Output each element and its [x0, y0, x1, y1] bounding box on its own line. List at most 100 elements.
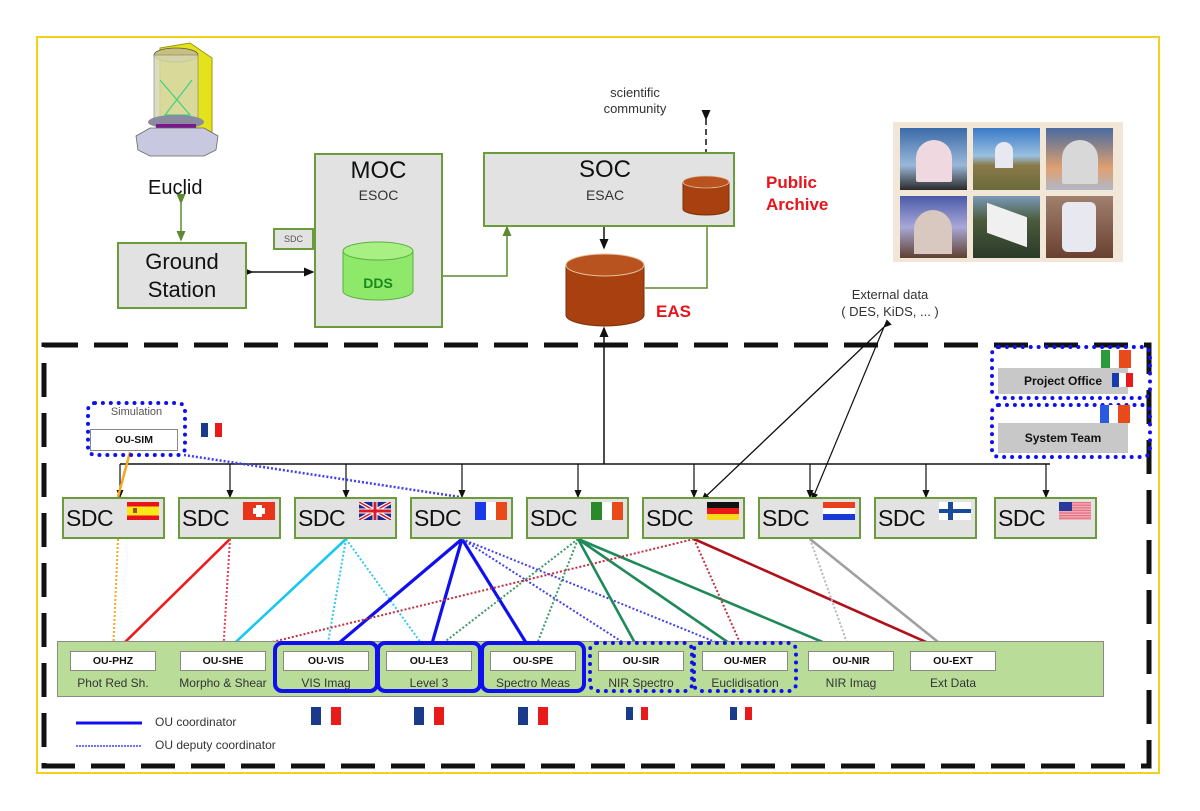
external-data-label: External data ( DES, KiDS, ... ): [800, 286, 980, 320]
link-sdc3-ou4: [460, 538, 535, 655]
sdc-box-italy[interactable]: SDC: [526, 497, 629, 539]
france-flag-icon: [475, 502, 507, 520]
switzerland-flag-icon: [243, 502, 275, 520]
moc-box[interactable]: MOC ESOC DDS: [314, 153, 443, 328]
bus-drops: [116, 464, 1050, 499]
sdc-label: SDC: [530, 505, 578, 531]
france-flag-icon: [518, 707, 548, 725]
sdc-box-netherlands[interactable]: SDC: [758, 497, 861, 539]
ou-box-ou-phz[interactable]: OU-PHZ: [70, 651, 156, 671]
soc-box[interactable]: SOC ESAC: [483, 152, 735, 227]
ou-name-ou-she: Morpho & Shear: [179, 676, 267, 690]
ou-coordinator-highlight: [376, 641, 482, 693]
external-data-line1: External data: [851, 287, 929, 302]
project-office-box[interactable]: Project Office: [998, 368, 1128, 394]
moc-sdc-tag: SDC: [273, 228, 314, 250]
eas-database-icon: [565, 253, 645, 327]
link-sdc2-ou3: [345, 538, 430, 655]
dds-database-icon: [342, 241, 414, 301]
link-eas-archive: [645, 214, 712, 289]
sdc-box-united-kingdom[interactable]: SDC: [294, 497, 397, 539]
ou-box-ou-le3[interactable]: OU-LE3: [386, 651, 472, 671]
ou-coordinator-highlight: [273, 641, 379, 693]
ou-box-ou-ext[interactable]: OU-EXT: [910, 651, 996, 671]
link-dds-soc: [413, 225, 512, 277]
link-sdc1-ou0: [112, 538, 231, 655]
ou-box-ou-nir[interactable]: OU-NIR: [808, 651, 894, 671]
link-sdc6-ou8: [809, 537, 954, 656]
ou-name-ou-spe: Spectro Meas: [495, 676, 571, 690]
link-sdc5-ou1: [222, 538, 695, 655]
scientific-community-line1: scientific: [610, 85, 660, 100]
public-archive-database-icon: [682, 175, 730, 216]
germany-flag-icon: [707, 502, 739, 520]
sdc-box-spain[interactable]: SDC: [62, 497, 165, 539]
ground-station-label-2: Station: [147, 276, 217, 302]
legend-coordinator-label: OU coordinator: [155, 715, 237, 729]
soc-title: SOC: [578, 156, 631, 183]
scientific-community-line2: community: [603, 101, 667, 116]
ou-name-ou-vis: VIS Imag: [301, 676, 351, 690]
spain-flag-icon: [127, 502, 159, 520]
ou-deputy-highlight: [588, 641, 694, 693]
ou-name-ou-phz: Phot Red Sh.: [77, 676, 149, 690]
link-sdc3-ou2: [324, 537, 464, 656]
telescope-photo-5: [973, 196, 1040, 258]
link-sdc0-ou0: [112, 538, 119, 655]
finland-flag-icon: [939, 502, 971, 520]
ou-name-ou-mer: Euclidisation: [711, 676, 779, 690]
sdc-label: SDC: [998, 505, 1046, 531]
ground-segment-region: [41, 342, 1152, 769]
ou-name-ou-le3: Level 3: [409, 676, 449, 690]
link-sdc4-ou4: [532, 538, 579, 655]
telescope-photo-6: [1046, 196, 1113, 258]
link-external-sdc-de-end: [701, 326, 885, 501]
sdc-label: SDC: [878, 505, 926, 531]
sdc-label: SDC: [646, 505, 694, 531]
link-sdc5-ou6: [693, 538, 746, 655]
ou-sim-box[interactable]: OU-SIM: [90, 429, 178, 451]
diagram-frame: [36, 36, 1160, 774]
usa-flag-icon: [1059, 502, 1091, 520]
sdc-label: SDC: [762, 505, 810, 531]
link-sim-sdc-es: [116, 451, 132, 498]
ou-box-ou-spe[interactable]: OU-SPE: [490, 651, 576, 671]
sdc-box-usa[interactable]: SDC: [994, 497, 1097, 539]
telescope-photo-2: [973, 128, 1040, 190]
ou-box-ou-sir[interactable]: OU-SIR: [598, 651, 684, 671]
telescope-photo-3: [1046, 128, 1113, 190]
legend-deputy-label: OU deputy coordinator: [155, 738, 276, 752]
system-team-box[interactable]: System Team: [998, 423, 1128, 453]
link-sdc5-ou8: [693, 537, 954, 656]
ground-station-label-1: Ground: [145, 248, 219, 274]
sdc-box-switzerland[interactable]: SDC: [178, 497, 281, 539]
sdc-box-france[interactable]: SDC: [410, 497, 513, 539]
link-sdc6-ou7: [809, 538, 852, 655]
telescope-photo-4: [900, 196, 967, 258]
link-sdc3-ou3: [427, 538, 464, 655]
ou-name-ou-ext: Ext Data: [929, 676, 977, 690]
sdc-box-germany[interactable]: SDC: [642, 497, 745, 539]
euclid-spacecraft-icon: [135, 42, 219, 157]
link-external-sdc-nl: [811, 326, 885, 502]
ou-box-ou-she[interactable]: OU-SHE: [180, 651, 266, 671]
link-sdc2-ou1: [222, 538, 347, 655]
public-archive-line1: Public: [766, 173, 818, 192]
ou-name-ou-sir: NIR Spectro: [608, 676, 674, 690]
ou-box-ou-mer[interactable]: OU-MER: [702, 651, 788, 671]
euclid-label: Euclid: [148, 177, 203, 199]
external-data-line2: ( DES, KiDS, ... ): [841, 304, 939, 319]
ou-box-ou-vis[interactable]: OU-VIS: [283, 651, 369, 671]
france-flag-icon: [626, 707, 648, 720]
france-flag-icon: [1100, 405, 1130, 423]
ground-station-box[interactable]: Ground Station: [117, 242, 247, 309]
link-sdc4-ou7: [577, 537, 852, 656]
france-flag-icon: [201, 423, 223, 437]
dds-label: DDS: [363, 275, 393, 291]
public-archive-label: Public Archive: [766, 172, 828, 216]
project-office-group: [990, 345, 1152, 400]
italy-flag-icon: [591, 502, 623, 520]
netherlands-flag-icon: [823, 502, 855, 520]
telescope-photo-1: [900, 128, 967, 190]
sdc-box-finland[interactable]: SDC: [874, 497, 977, 539]
